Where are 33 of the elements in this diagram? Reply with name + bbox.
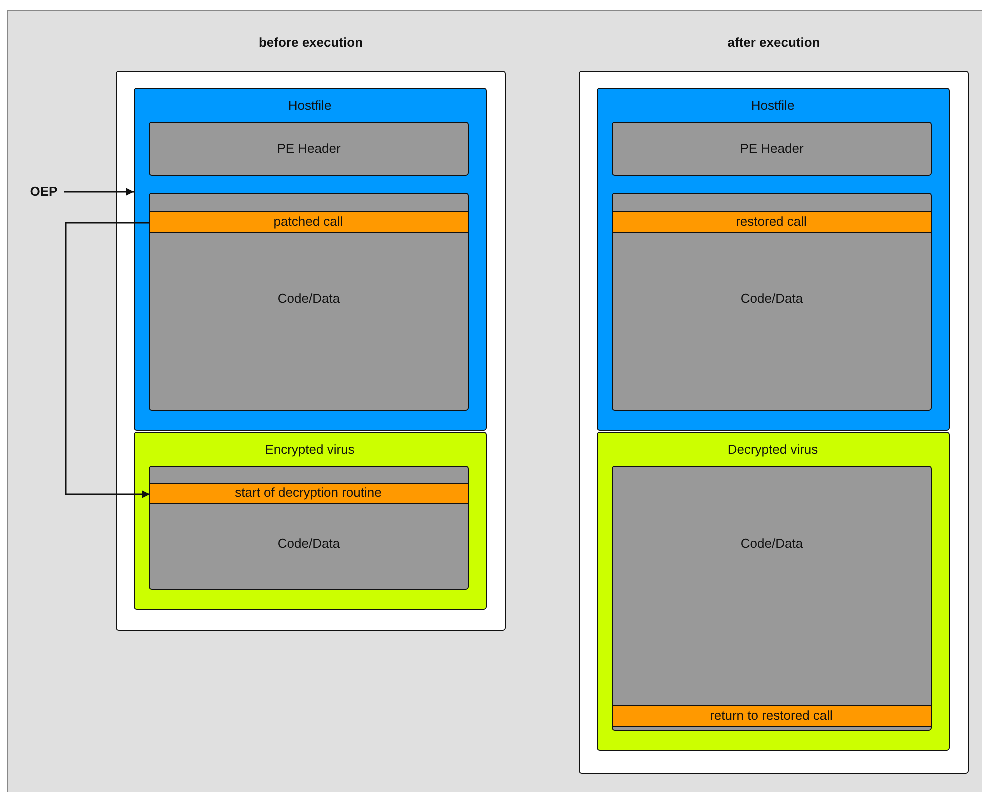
panel-title: before execution xyxy=(258,35,364,51)
block-label: PE Header xyxy=(277,141,341,157)
section-heading: Decrypted virus xyxy=(728,442,818,458)
block-label: Code/Data xyxy=(740,291,804,307)
entry-point-label: OEP xyxy=(30,184,58,200)
virus-section xyxy=(596,432,950,750)
call-bar xyxy=(612,210,932,232)
arrow xyxy=(64,188,134,196)
block-label: Code/Data xyxy=(278,536,340,552)
virus-section xyxy=(134,432,486,610)
block-label: Code/Data xyxy=(278,291,340,307)
block-label: Code/Data xyxy=(740,536,804,552)
call-bar xyxy=(148,210,468,232)
section-heading: Encrypted virus xyxy=(265,442,355,458)
block-label: PE Header xyxy=(740,141,804,157)
code-block xyxy=(612,193,932,411)
code-block xyxy=(149,193,469,411)
call-bar xyxy=(612,704,932,726)
code-block xyxy=(149,122,469,176)
call-bar xyxy=(148,482,468,504)
section-heading: Hostfile xyxy=(751,98,795,114)
bar-label: patched call xyxy=(274,214,344,230)
code-block xyxy=(612,122,932,176)
hostfile-section xyxy=(596,88,950,430)
panel-title: after execution xyxy=(728,35,820,51)
code-block xyxy=(612,466,932,731)
section-heading: Hostfile xyxy=(288,98,332,114)
code-block xyxy=(149,466,469,590)
bar-label: start of decryption routine xyxy=(235,485,382,501)
bar-label: restored call xyxy=(736,214,807,230)
hostfile-section xyxy=(134,88,486,430)
arrow xyxy=(65,222,150,498)
bar-label: return to restored call xyxy=(710,708,833,724)
